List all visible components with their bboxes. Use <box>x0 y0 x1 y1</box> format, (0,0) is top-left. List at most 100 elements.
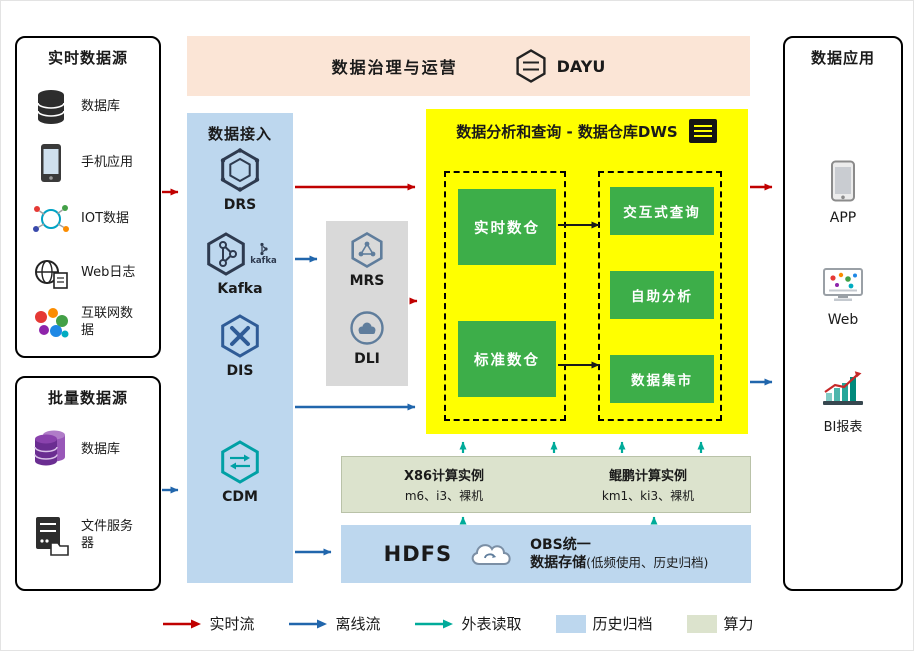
kafka-hexagon-icon <box>207 232 246 276</box>
x86-title: X86计算实例 <box>403 469 485 484</box>
file-server-icon <box>29 515 73 557</box>
web-log-icon <box>29 255 73 291</box>
processing-panel: MRS DLI <box>326 221 408 386</box>
legend-archive: 历史归档 <box>555 613 653 634</box>
legend-compute: 算力 <box>686 613 754 634</box>
hdfs-label: HDFS <box>383 542 453 566</box>
list-item: 数据库 <box>29 422 143 478</box>
module-realtime-warehouse: 实时数仓 <box>458 189 556 265</box>
service-label: Kafka <box>217 281 263 297</box>
service-cdm: CDM <box>187 439 293 505</box>
module-label: 实时数仓 <box>474 220 540 237</box>
web-dashboard-icon <box>823 268 863 301</box>
service-label: DRS <box>223 197 257 213</box>
legend-label: 历史归档 <box>592 615 653 633</box>
module-standard-warehouse: 标准数仓 <box>458 321 556 397</box>
app-label: APP <box>829 210 857 226</box>
list-item: Web日志 <box>29 248 143 298</box>
legend-offline-flow: 离线流 <box>288 613 380 634</box>
data-ingestion-panel: 数据接入 DRS <box>187 113 293 583</box>
list-item: BI报表 <box>785 368 901 435</box>
app-label: BI报表 <box>823 420 863 435</box>
compute-swatch <box>686 614 717 633</box>
dws-title-row: 数据分析和查询 - 数据仓库DWS <box>426 109 748 144</box>
module-data-mart: 数据集市 <box>610 355 714 403</box>
service-label: CDM <box>222 489 258 505</box>
kafka-icon-group: kafka <box>203 231 277 277</box>
database-icon <box>29 88 73 126</box>
module-interactive-query: 交互式查询 <box>610 187 714 235</box>
service-dli: DLI <box>326 309 408 367</box>
x86-compute: X86计算实例 m6、i3、裸机 <box>342 457 546 512</box>
module-label: 交互式查询 <box>623 205 701 221</box>
source-label: 手机应用 <box>81 154 134 170</box>
list-item: APP <box>785 160 901 226</box>
service-drs: DRS <box>187 147 293 213</box>
source-label: IOT数据 <box>81 210 130 226</box>
list-item: 手机应用 <box>29 138 143 188</box>
module-self-analysis: 自助分析 <box>610 271 714 319</box>
data-ingestion-title: 数据接入 <box>207 125 272 143</box>
list-item: 数据库 <box>29 82 143 132</box>
internet-data-icon <box>29 305 73 341</box>
list-item: 互联网数据 <box>29 296 143 350</box>
module-label: 标准数仓 <box>474 352 540 369</box>
legend-label: 离线流 <box>335 615 381 633</box>
mrs-hexagon-icon <box>351 231 383 269</box>
blue-arrow-icon <box>289 619 328 628</box>
archive-swatch <box>555 614 586 633</box>
dayu-icon <box>516 49 546 83</box>
governance-title: 数据治理与运营 <box>331 58 458 77</box>
data-applications-title: 数据应用 <box>810 49 875 67</box>
cdm-hexagon-icon <box>221 440 259 484</box>
legend-label: 算力 <box>723 615 754 633</box>
service-dis: DIS <box>187 313 293 379</box>
app-label: Web <box>827 312 859 328</box>
legend-label: 外表读取 <box>461 615 522 633</box>
list-item: Web <box>785 266 901 328</box>
obs-note: (低频使用、历史归档) <box>586 555 709 570</box>
source-label: 数据库 <box>81 98 121 114</box>
dws-right-group: 交互式查询 自助分析 数据集市 <box>598 171 722 421</box>
database-purple-icon <box>29 429 73 471</box>
obs-line2: 数据存储 <box>530 555 587 571</box>
list-item: 文件服务器 <box>29 506 143 566</box>
teal-arrow-icon <box>415 619 454 628</box>
kafka-logo-icon <box>260 242 269 256</box>
kafka-badge: kafka <box>250 242 277 266</box>
source-label: Web日志 <box>81 264 136 280</box>
service-mrs: MRS <box>326 231 408 289</box>
kunpeng-title: 鲲鹏计算实例 <box>608 469 687 484</box>
legend-label: 实时流 <box>209 615 255 633</box>
storage-box: HDFS OBS统一 数据存储(低频使用、历史归档) <box>341 525 751 583</box>
obs-cloud-icon <box>471 544 511 565</box>
obs-text: OBS统一 数据存储(低频使用、历史归档) <box>530 536 708 572</box>
legend-external-read: 外表读取 <box>414 613 522 634</box>
dws-doc-icon <box>688 119 717 143</box>
dayu-label: DAYU <box>556 56 606 76</box>
source-label: 文件服务器 <box>81 519 134 551</box>
red-arrow-icon <box>163 619 202 628</box>
data-applications-box: 数据应用 APP Web <box>783 36 903 591</box>
legend: 实时流 离线流 外表读取 历史归档 算力 <box>1 613 913 634</box>
module-label: 数据集市 <box>631 373 693 389</box>
dws-box: 数据分析和查询 - 数据仓库DWS 实时数仓 标准数仓 交互式查询 自助分析 <box>426 109 748 434</box>
dayu-group: DAYU <box>513 48 606 84</box>
service-label: MRS <box>349 273 385 289</box>
iot-icon <box>29 201 73 237</box>
kafka-badge-label: kafka <box>250 256 277 266</box>
realtime-sources-title: 实时数据源 <box>47 49 128 67</box>
batch-sources-box: 批量数据源 数据库 <box>15 376 161 591</box>
obs-line1: OBS统一 <box>530 536 591 553</box>
governance-banner: 数据治理与运营 DAYU <box>187 36 750 96</box>
realtime-sources-box: 实时数据源 数据库 手机应用 <box>15 36 161 358</box>
service-label: DLI <box>354 351 380 367</box>
list-item: IOT数据 <box>29 194 143 244</box>
dws-title: 数据分析和查询 - 数据仓库DWS <box>456 122 678 141</box>
bi-chart-icon <box>823 371 863 405</box>
compute-instances-box: X86计算实例 m6、i3、裸机 鲲鹏计算实例 km1、ki3、裸机 <box>341 456 751 513</box>
app-phone-icon <box>831 160 855 202</box>
legend-realtime-flow: 实时流 <box>162 613 254 634</box>
service-kafka: kafka Kafka <box>187 231 293 297</box>
